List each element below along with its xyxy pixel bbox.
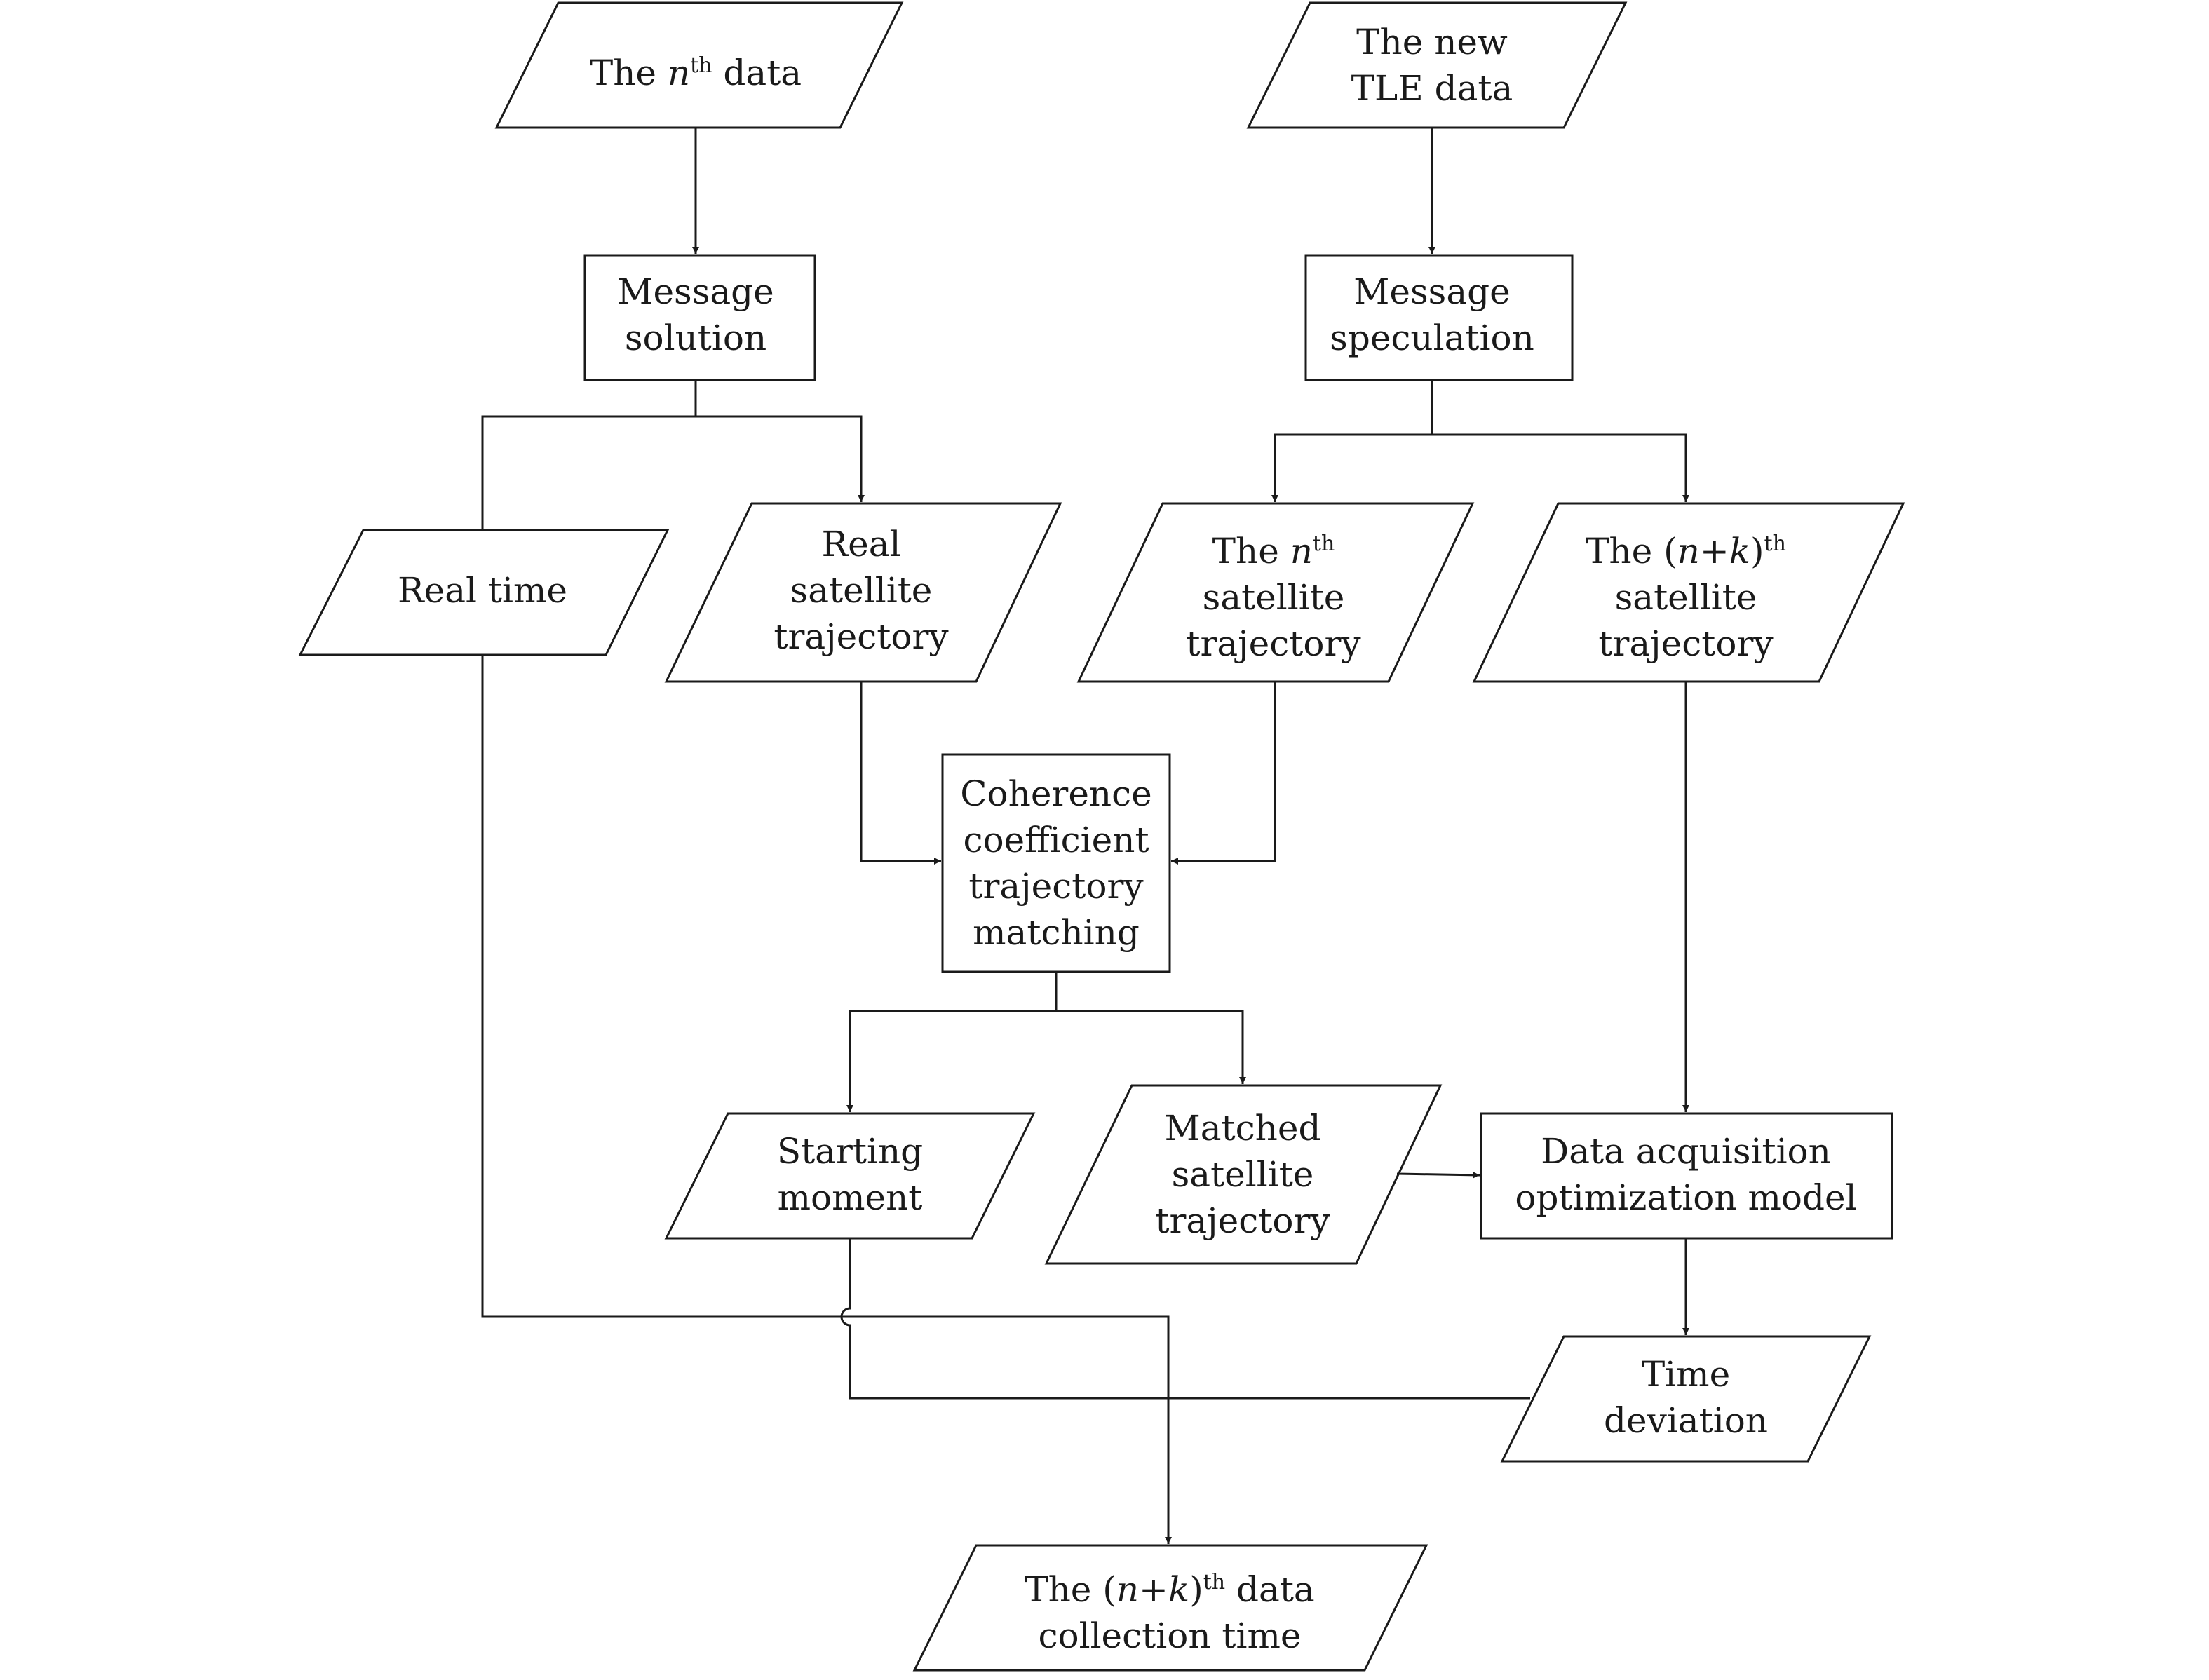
edge-real-time-to-collection-time [481, 655, 1172, 1544]
node-message-speculation: Message speculation [1330, 269, 1534, 361]
real-time-line-1: Real time [397, 570, 568, 611]
message-speculation-box [1304, 254, 1574, 381]
new-tle-data-line-2: TLE data [1351, 68, 1513, 109]
edge-nth-trajectory-to-coherence [1171, 682, 1276, 865]
nk-satellite-trajectory-line-3: trajectory [1598, 623, 1774, 664]
real-satellite-trajectory-line-3: trajectory [774, 616, 949, 657]
edge-message-speculation-split [1271, 380, 1433, 502]
time-deviation-parallelogram [1500, 1335, 1872, 1463]
nk-collection-time-parallelogram [912, 1544, 1428, 1672]
node-nth-data: The nth data [590, 50, 802, 96]
edge-matched-to-optimization [1396, 1171, 1480, 1179]
nth-satellite-trajectory-parallelogram [1076, 502, 1475, 683]
nth-data-line-1: The nth data [589, 53, 802, 93]
time-deviation-line-1: Time [1641, 1354, 1731, 1395]
real-satellite-trajectory-line-1: Real [821, 524, 901, 564]
node-real-time: Real time [398, 567, 567, 614]
coherence-matching-line-1: Coherence [960, 773, 1152, 814]
shapes [298, 1, 1905, 1672]
message-solution-line-1: Message [617, 271, 774, 312]
coherence-matching-line-3: trajectory [968, 866, 1144, 907]
nth-satellite-trajectory-line-1: The nth [1212, 531, 1335, 571]
nth-data-parallelogram [494, 1, 904, 129]
message-speculation-line-2: speculation [1330, 318, 1534, 358]
nk-collection-time-line-2: collection time [1038, 1615, 1302, 1656]
matched-satellite-trajectory-line-1: Matched [1164, 1108, 1321, 1149]
coherence-matching-line-2: coefficient [963, 820, 1149, 860]
edge-message-speculation-to-nk-trajectory [1432, 433, 1689, 502]
matched-satellite-trajectory-parallelogram [1044, 1084, 1443, 1265]
real-satellite-trajectory-parallelogram [664, 502, 1062, 683]
coherence-matching-line-4: matching [973, 912, 1140, 953]
optimization-model-line-2: optimization model [1515, 1177, 1857, 1218]
nth-satellite-trajectory-line-3: trajectory [1186, 623, 1361, 664]
node-message-solution: Message solution [617, 269, 774, 361]
nk-satellite-trajectory-parallelogram [1472, 502, 1905, 683]
nth-satellite-trajectory-line-2: satellite [1202, 577, 1345, 618]
time-deviation-line-2: deviation [1603, 1400, 1769, 1441]
real-satellite-trajectory-line-2: satellite [790, 570, 933, 611]
matched-satellite-trajectory-line-3: trajectory [1155, 1200, 1330, 1241]
edge-message-solution-to-real-trajectory [696, 415, 865, 502]
edge-coherence-to-matched-trajectory [1056, 1010, 1246, 1084]
edge-coherence-split [846, 972, 1058, 1112]
nk-satellite-trajectory-line-1: The (n+k)th [1586, 531, 1786, 571]
node-matched-satellite-trajectory: Matched satellite trajectory [1155, 1105, 1330, 1244]
node-nk-satellite-trajectory: The (n+k)th satellite trajectory [1586, 528, 1786, 667]
optimization-model-line-1: Data acquisition [1541, 1131, 1831, 1172]
message-solution-box [583, 254, 816, 381]
matched-satellite-trajectory-line-2: satellite [1171, 1154, 1314, 1195]
optimization-model-box [1480, 1112, 1893, 1240]
node-nth-satellite-trajectory: The nth satellite trajectory [1186, 528, 1360, 667]
starting-moment-line-2: moment [777, 1177, 923, 1218]
node-optimization-model: Data acquisition optimization model [1515, 1128, 1856, 1221]
node-nk-collection-time: The (n+k)th data collection time [1025, 1566, 1315, 1659]
node-coherence-matching: Coherence coefficient trajectory matching [960, 771, 1151, 956]
starting-moment-line-1: Starting [776, 1131, 924, 1172]
node-real-satellite-trajectory: Real satellite trajectory [774, 521, 948, 660]
node-starting-moment: Starting moment [777, 1128, 923, 1221]
connectors [481, 128, 1689, 1544]
node-time-deviation: Time deviation [1604, 1351, 1768, 1444]
nk-collection-time-line-1: The (n+k)th data [1025, 1569, 1315, 1610]
message-solution-line-2: solution [624, 318, 767, 358]
edge-real-trajectory-to-coherence [860, 682, 941, 865]
message-speculation-line-1: Message [1353, 271, 1511, 312]
nk-satellite-trajectory-line-2: satellite [1614, 577, 1757, 618]
edge-message-solution-split [481, 380, 697, 530]
starting-moment-parallelogram [664, 1112, 1036, 1240]
new-tle-data-parallelogram [1246, 1, 1628, 129]
new-tle-data-line-1: The new [1356, 22, 1508, 62]
real-time-parallelogram [298, 529, 670, 656]
